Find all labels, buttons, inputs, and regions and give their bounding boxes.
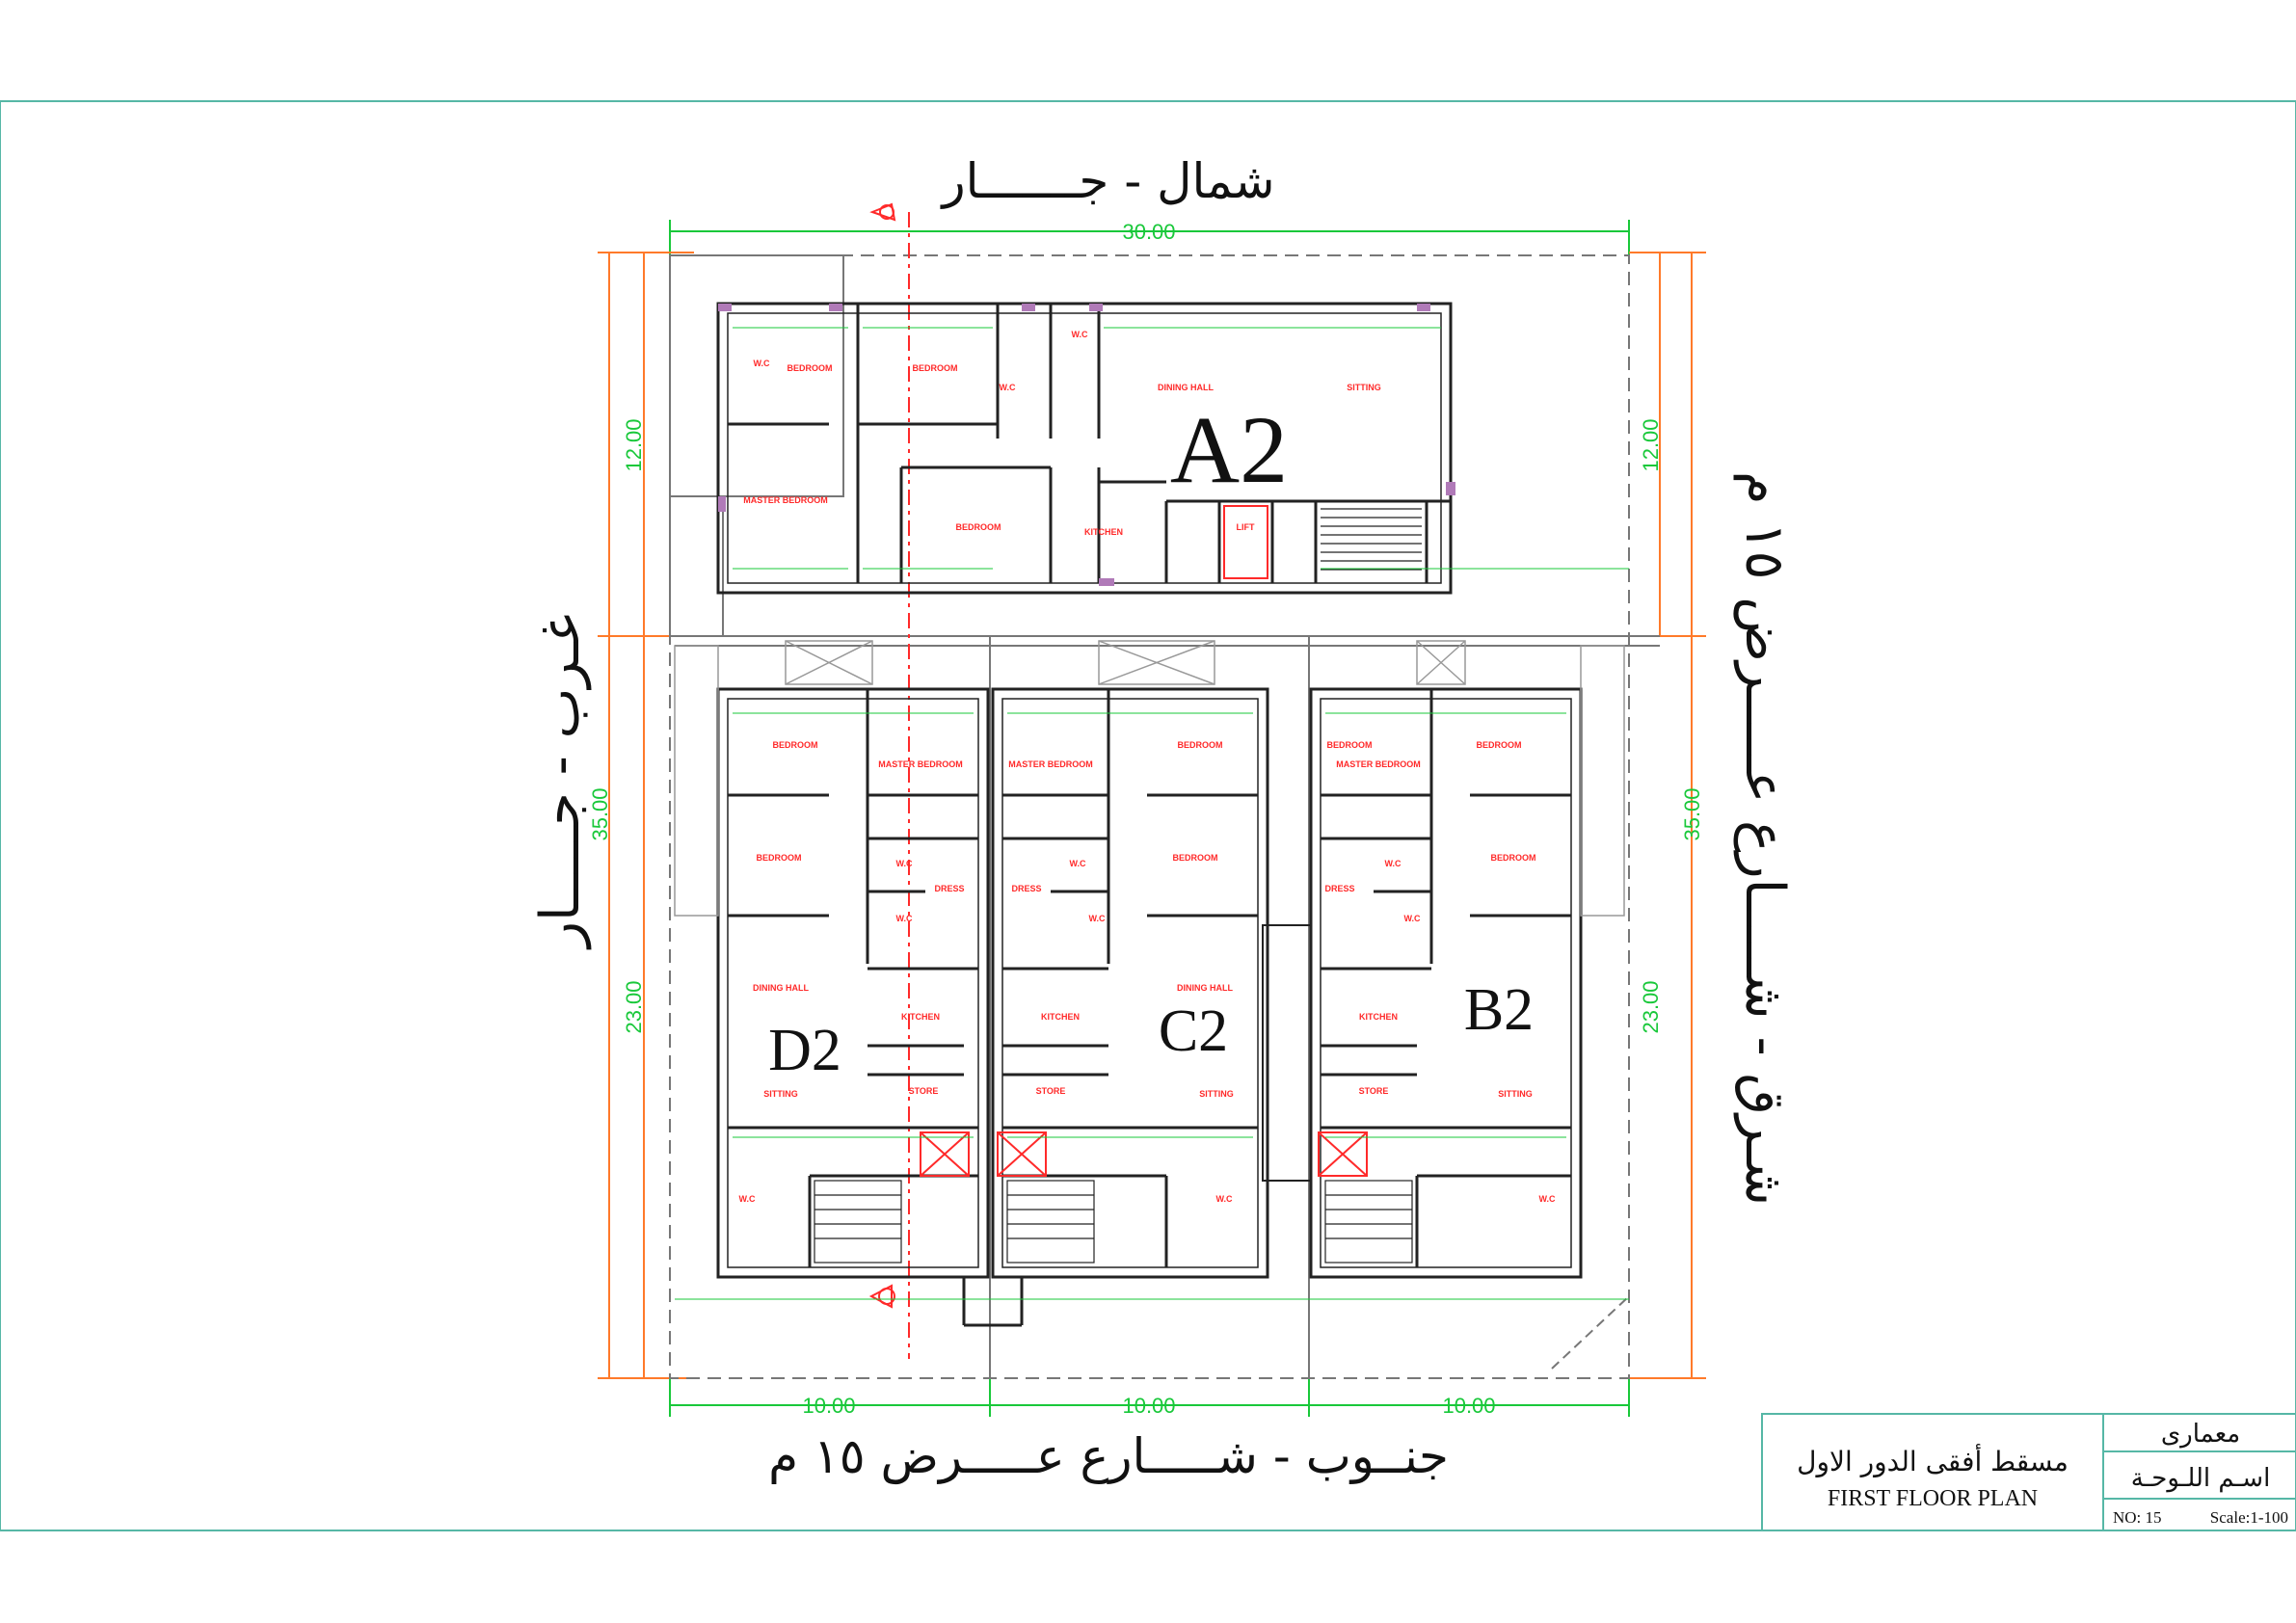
interior-dimension-lines xyxy=(675,327,1629,1300)
b2-wc-2: W.C xyxy=(1404,914,1421,923)
a2-wc-3: W.C xyxy=(1000,383,1016,392)
b2-wc-3: W.C xyxy=(1539,1194,1556,1204)
north-label: شمال - جـــــــار xyxy=(939,153,1274,209)
c2-wc-1: W.C xyxy=(1070,859,1086,868)
b2-dress: DRESS xyxy=(1324,884,1354,893)
unit-b2-label: B2 xyxy=(1464,977,1534,1043)
sheet-border xyxy=(0,100,2296,1531)
unit-c2-label: C2 xyxy=(1159,998,1228,1064)
a2-sitting: SITTING xyxy=(1347,383,1381,392)
a2-bedroom-1: BEDROOM xyxy=(788,363,833,373)
sheet-scale: Scale:1-100 xyxy=(2210,1508,2288,1527)
b2-bedroom-2: BEDROOM xyxy=(1477,740,1522,750)
d2-dress: DRESS xyxy=(934,884,964,893)
sheet-number: NO: 15 xyxy=(2113,1508,2162,1527)
c2-bedroom-1: BEDROOM xyxy=(1178,740,1223,750)
b2-master: MASTER BEDROOM xyxy=(1336,759,1421,769)
d2-sitting: SITTING xyxy=(763,1089,798,1099)
b2-kitchen: KITCHEN xyxy=(1359,1012,1398,1022)
east-label: شـرق - شـــــارع عـــــرض ١٥ م xyxy=(1733,471,1796,1206)
d2-wc-2: W.C xyxy=(896,914,913,923)
section-marker-icon xyxy=(868,1284,895,1309)
dim-top-label: 30.00 xyxy=(1122,220,1175,244)
c2-wc-2: W.C xyxy=(1089,914,1106,923)
d2-dining: DINING HALL xyxy=(753,983,809,993)
c2-store: STORE xyxy=(1036,1086,1066,1096)
lower-stairs xyxy=(814,1180,1413,1264)
b2-bedroom-1: BEDROOM xyxy=(1327,740,1373,750)
unit-d2-label: D2 xyxy=(768,1018,841,1083)
d2-kitchen: KITCHEN xyxy=(901,1012,940,1022)
c2-master: MASTER BEDROOM xyxy=(1008,759,1093,769)
unit-a2-label: A2 xyxy=(1170,396,1288,503)
a2-kitchen: KITCHEN xyxy=(1084,527,1123,537)
d2-bedroom-2: BEDROOM xyxy=(757,853,802,863)
a2-lift xyxy=(1223,505,1268,579)
a2-bedroom-3: BEDROOM xyxy=(956,522,1001,532)
dim-left-total: 35.00 xyxy=(588,787,612,840)
b2-sitting: SITTING xyxy=(1498,1089,1533,1099)
d2-store: STORE xyxy=(909,1086,939,1096)
a2-lift-label: LIFT xyxy=(1237,522,1255,532)
sheet-name-label: اسـم اللـوحـة xyxy=(2131,1464,2271,1493)
dim-right-lower: 23.00 xyxy=(1639,980,1663,1033)
north-marker-icon xyxy=(869,202,896,222)
a2-room-labels: BEDROOM BEDROOM DINING HALL SITTING MAST… xyxy=(743,330,1381,537)
lower-lifts xyxy=(920,1131,1368,1177)
a2-windows xyxy=(718,304,1455,586)
site-boundary xyxy=(669,254,1660,1379)
dim-left xyxy=(598,252,694,1379)
c2-bedroom-2: BEDROOM xyxy=(1173,853,1218,863)
lower-block-walls xyxy=(716,687,1583,1327)
d2-bedroom-1: BEDROOM xyxy=(773,740,818,750)
a2-stair xyxy=(1321,508,1422,571)
title-arabic: مسقط أفقى الدور الاول xyxy=(1797,1443,2069,1477)
apartment-a2 xyxy=(716,302,1453,595)
light-wells xyxy=(674,640,1625,917)
dim-left-lower: 23.00 xyxy=(622,980,646,1033)
dim-right-upper: 12.00 xyxy=(1639,418,1663,471)
a2-dining: DINING HALL xyxy=(1158,383,1214,392)
b2-wc-1: W.C xyxy=(1385,859,1402,868)
a2-wc-2: W.C xyxy=(1072,330,1088,339)
title-block xyxy=(1761,1413,2296,1531)
a2-master: MASTER BEDROOM xyxy=(743,495,828,505)
d2-wc-1: W.C xyxy=(896,859,913,868)
dim-left-upper: 12.00 xyxy=(622,418,646,471)
a2-bedroom-2: BEDROOM xyxy=(913,363,958,373)
c2-wc-3: W.C xyxy=(1216,1194,1233,1204)
discipline-label: معمارى xyxy=(2161,1420,2240,1449)
b2-store: STORE xyxy=(1359,1086,1389,1096)
d2-master: MASTER BEDROOM xyxy=(878,759,963,769)
dim-bottom xyxy=(669,1378,1630,1417)
c2-sitting: SITTING xyxy=(1199,1089,1234,1099)
a2-wc-1: W.C xyxy=(754,359,770,368)
dim-bottom-1: 10.00 xyxy=(802,1394,855,1418)
c2-dining: DINING HALL xyxy=(1177,983,1233,993)
b2-bedroom-3: BEDROOM xyxy=(1491,853,1536,863)
dim-bottom-2: 10.00 xyxy=(1122,1394,1175,1418)
c2-kitchen: KITCHEN xyxy=(1041,1012,1080,1022)
dim-right-total: 35.00 xyxy=(1680,787,1704,840)
d2-wc-3: W.C xyxy=(739,1194,756,1204)
dim-bottom-3: 10.00 xyxy=(1442,1394,1495,1418)
south-label: جنــوب - شـــــارع عـــــرض ١٥ م xyxy=(768,1428,1449,1484)
title-english: FIRST FLOOR PLAN xyxy=(1828,1486,2038,1511)
c2-dress: DRESS xyxy=(1011,884,1041,893)
lower-room-labels: BEDROOM MASTER BEDROOM BEDROOM DINING HA… xyxy=(739,740,1556,1204)
west-label: غـرب - جـــــار xyxy=(529,614,592,950)
